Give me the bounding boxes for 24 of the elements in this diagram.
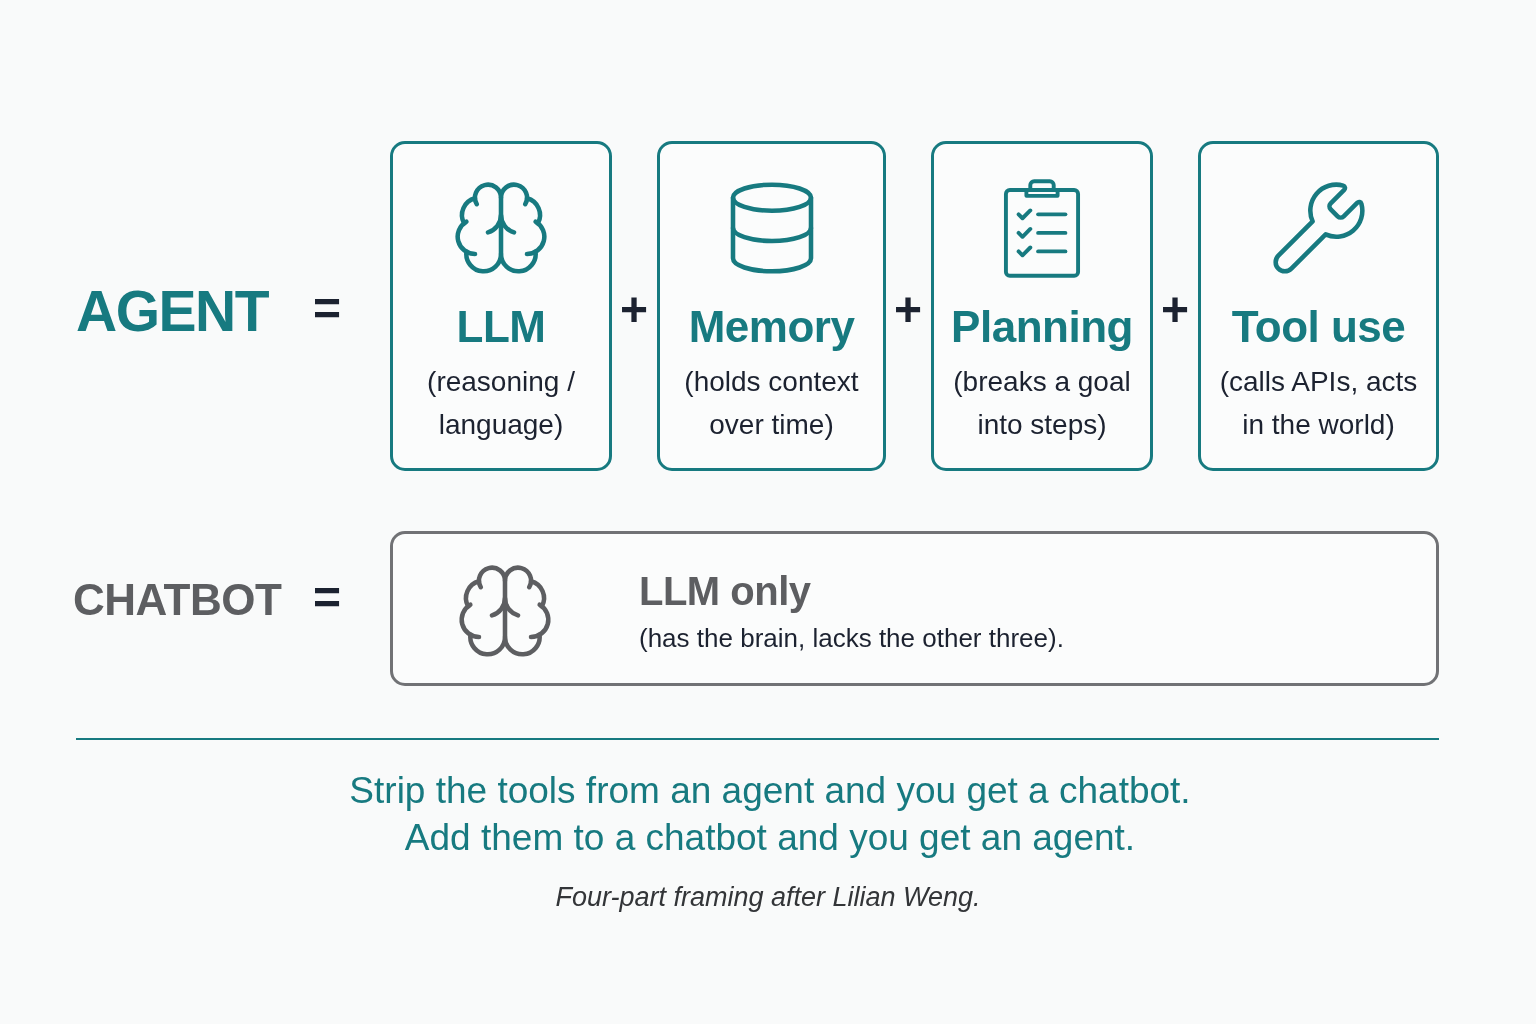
card-description: (reasoning / language) <box>426 365 576 442</box>
card-title: Tool use <box>1231 301 1406 353</box>
card-description: (has the brain, lacks the other three). <box>639 621 1064 655</box>
chatbot-heading: CHATBOT <box>73 575 282 625</box>
component-card <box>1198 141 1439 471</box>
plus-sign: + <box>894 283 922 337</box>
plus-sign: + <box>620 283 648 337</box>
agent-heading: AGENT <box>76 279 268 343</box>
card-description: (calls APIs, acts in the world) <box>1218 365 1419 442</box>
component-card <box>390 141 612 471</box>
card-title: Memory <box>688 301 855 353</box>
card-title: LLM only <box>639 567 811 615</box>
equals-sign: = <box>313 282 341 336</box>
component-card <box>657 141 886 471</box>
attribution-note: Four-part framing after Lilian Weng. <box>555 883 981 913</box>
card-title: Planning <box>951 301 1133 353</box>
takeaway-caption: Strip the tools from an agent and you get a chatbot. Add them to a chatbot and you get an agent. <box>348 769 1192 860</box>
plus-sign: + <box>1161 283 1189 337</box>
component-card <box>931 141 1153 471</box>
card-description: (holds context over time) <box>683 365 860 442</box>
chatbot-card <box>390 531 1439 686</box>
card-title: LLM <box>456 301 546 353</box>
equals-sign: = <box>313 571 341 625</box>
card-description: (breaks a goal into steps) <box>952 365 1132 442</box>
